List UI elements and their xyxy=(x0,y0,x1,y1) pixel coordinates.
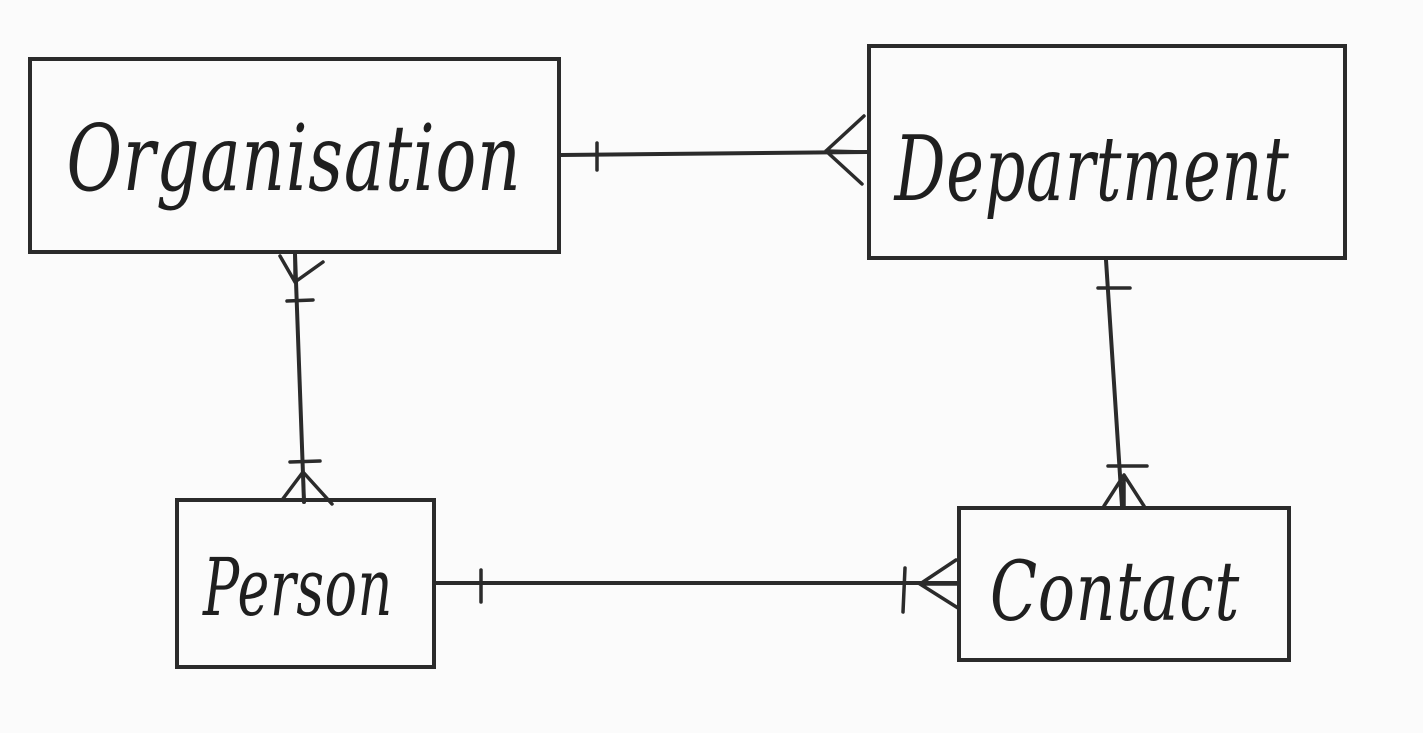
crows-foot-one-or-many-marker xyxy=(278,252,325,303)
crows-foot-one-or-many-marker xyxy=(901,558,960,614)
entity-person-label: Person xyxy=(202,541,393,634)
entity-contact-box xyxy=(957,506,1291,662)
crows-foot-one-or-many-marker xyxy=(1102,464,1149,508)
entity-organisation-box xyxy=(28,57,561,254)
relationship-department-contact[interactable] xyxy=(1096,258,1149,508)
entity-person[interactable]: Person xyxy=(175,498,436,669)
relationship-organisation-person[interactable] xyxy=(278,252,334,506)
crows-foot-many-marker xyxy=(824,114,866,186)
relationship-line xyxy=(1104,258,1124,508)
entity-department[interactable]: Department xyxy=(867,44,1347,260)
relationship-line xyxy=(559,150,869,157)
entity-contact-label: Contact xyxy=(990,545,1240,640)
entity-organisation-label: Organisation xyxy=(67,105,522,212)
relationship-organisation-department[interactable] xyxy=(559,114,869,186)
relationship-line xyxy=(293,252,306,504)
entity-organisation[interactable]: Organisation xyxy=(28,57,561,254)
relationship-person-contact[interactable] xyxy=(434,558,960,614)
entity-contact[interactable]: Contact xyxy=(957,506,1291,662)
crows-foot-one-or-many-marker xyxy=(280,459,334,506)
entity-department-label: Department xyxy=(893,117,1289,222)
